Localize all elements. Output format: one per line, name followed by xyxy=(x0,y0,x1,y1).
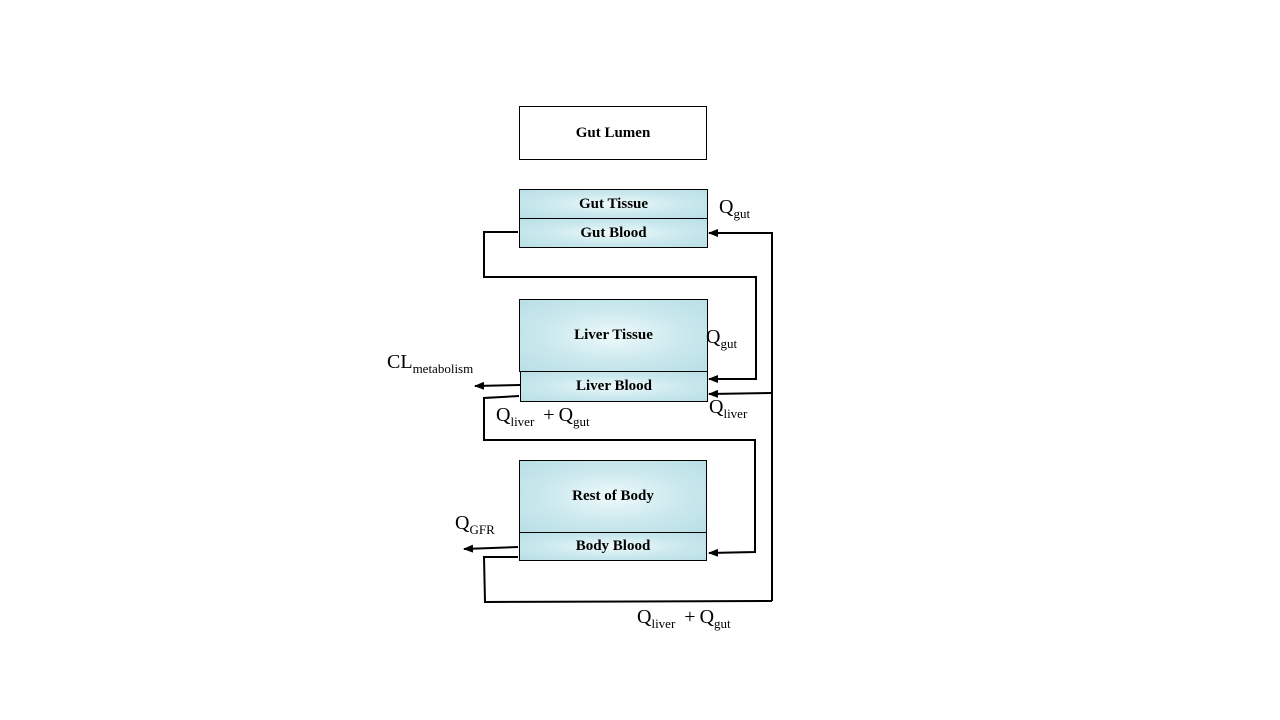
q-gut-mid-label: Qgut xyxy=(706,326,738,351)
q-liver-inflow-arrow xyxy=(708,389,773,398)
gut-tissue-box: Gut Tissue xyxy=(519,189,708,219)
body-blood-label: Body Blood xyxy=(575,538,651,554)
gut-blood-label: Gut Blood xyxy=(580,224,647,241)
q-gfr-arrow xyxy=(463,544,519,553)
liver-tissue-box: Liver Tissue xyxy=(519,299,708,372)
q-liver-label: Qliver xyxy=(709,396,748,421)
q-gut-top-label: Qgut xyxy=(719,196,751,221)
body-return-connector xyxy=(482,556,773,604)
liver-tissue-label: Liver Tissue xyxy=(574,327,653,343)
liver-blood-label: Liver Blood xyxy=(576,378,652,394)
cl-metabolism-arrow xyxy=(474,381,521,390)
gut-lumen-box: Gut Lumen xyxy=(519,106,707,160)
liver-to-body-connector xyxy=(483,395,756,557)
rest-of-body-label: Rest of Body xyxy=(572,488,654,504)
q-liver-plus-gut-mid-label: Qliver+Qgut xyxy=(496,404,590,429)
gut-blood-box: Gut Blood xyxy=(519,218,708,248)
q-liver-plus-gut-bottom-label: Qliver+Qgut xyxy=(637,606,731,631)
q-gut-inflow-arrow xyxy=(708,229,773,601)
q-gfr-label: QGFR xyxy=(455,512,495,537)
gut-lumen-label: Gut Lumen xyxy=(575,124,651,141)
body-blood-box: Body Blood xyxy=(519,532,707,561)
cl-metabolism-label: CLmetabolism xyxy=(387,351,474,376)
gut-to-liver-connector xyxy=(483,231,757,383)
liver-blood-box: Liver Blood xyxy=(520,371,708,402)
rest-of-body-box: Rest of Body xyxy=(519,460,707,533)
gut-tissue-label: Gut Tissue xyxy=(578,195,649,212)
